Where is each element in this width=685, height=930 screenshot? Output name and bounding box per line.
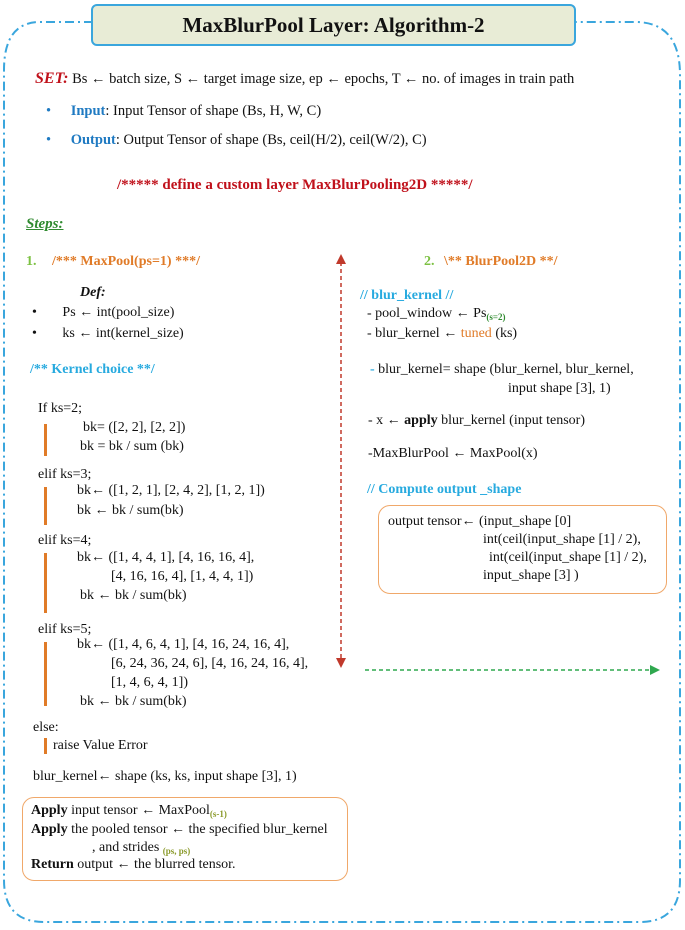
output-line: • Output: Output Tensor of shape (Bs, ce…: [46, 132, 427, 149]
code-block-bar: [44, 738, 47, 754]
right-step-number: 2.: [424, 254, 435, 269]
compute-output-comment: // Compute output _shape: [367, 482, 522, 497]
blur-kernel-comment: // blur_kernel //: [360, 288, 454, 303]
outer-dashed-frame: [3, 21, 681, 923]
subscript: (ps, ps): [162, 846, 191, 856]
apply-return-box: [22, 797, 348, 881]
def-colon: :: [101, 285, 106, 300]
code-block-bar: [44, 642, 47, 706]
blur-kernel-shape-line: - blur_kernel= shape (blur_kernel, blur_…: [370, 362, 634, 378]
tuned-word: tuned: [460, 326, 492, 341]
bullet-icon: •: [46, 132, 52, 148]
input-line: • Input: Input Tensor of shape (Bs, H, W…: [46, 103, 321, 120]
elif-ks5: elif ks=5;: [38, 622, 92, 637]
code-text: blur_kernel (input tensor): [437, 413, 585, 428]
right-step-header: 2. \** BlurPool2D **/: [424, 254, 558, 270]
apply-line-3: , and strides (ps, ps): [92, 840, 190, 856]
apply-text: input tensor ← MaxPool: [67, 803, 210, 818]
code-text: blur_kernel= shape (blur_kernel, blur_ke…: [374, 362, 634, 377]
blur-kernel-shape: blur_kernel← shape (ks, ks, input shape …: [33, 769, 297, 784]
output-line: input_shape [3] ): [483, 568, 579, 583]
else-keyword: else:: [33, 720, 59, 735]
code-block-bar: [44, 487, 47, 525]
set-label: SET:: [35, 70, 69, 87]
pool-window-line: - pool_window ← Ps(s=2): [367, 306, 506, 322]
code-text: (ks): [491, 326, 518, 341]
blur-kernel-tuned-line: - blur_kernel ← tuned (ks): [367, 326, 517, 342]
code-line: [6, 24, 36, 24, 6], [4, 16, 24, 16, 4],: [111, 656, 309, 671]
set-text: Bs ← batch size, S ← target image size, …: [72, 71, 575, 87]
apply-keyword: Apply: [31, 803, 68, 818]
left-step-number: 1.: [26, 254, 37, 269]
return-text: output ← the blurred tensor.: [73, 857, 236, 872]
if-ks2: If ks=2;: [38, 401, 83, 416]
pool-window-text: - pool_window ← Ps: [367, 306, 487, 321]
kernel-choice-comment: /** Kernel choice **/: [30, 362, 155, 377]
output-tensor-box: [378, 505, 667, 594]
right-step-title: \** BlurPool2D **/: [444, 254, 558, 269]
elif-ks4: elif ks=4;: [38, 533, 92, 548]
output-text: : Output Tensor of shape (Bs, ceil(H/2),…: [115, 132, 427, 148]
input-label: Input: [70, 103, 106, 119]
def-item-pool: • Ps ← int(pool_size): [32, 305, 174, 321]
left-step-header: 1. /*** MaxPool(ps=1) ***/: [26, 254, 200, 270]
code-line: bk ← bk / sum(bk): [80, 694, 187, 709]
apply-line-1: Apply input tensor ← MaxPool(s-1): [31, 803, 227, 819]
apply-text: the pooled tensor ← the specified blur_k…: [67, 822, 328, 837]
return-line: Return output ← the blurred tensor.: [31, 857, 236, 873]
apply-x-line: - x ← apply blur_kernel (input tensor): [368, 413, 585, 429]
vertical-dashed-arrow: [336, 254, 346, 668]
page-title: MaxBlurPool Layer: Algorithm-2: [182, 12, 485, 37]
code-line: bk = bk / sum (bk): [80, 439, 184, 454]
apply-keyword: Apply: [31, 822, 68, 837]
title-banner: MaxBlurPool Layer: Algorithm-2: [91, 4, 576, 46]
def-word: Def: [80, 285, 101, 300]
subscript: (s=2): [486, 312, 506, 322]
define-line: /***** define a custom layer MaxBlurPool…: [117, 177, 473, 193]
output-line: output tensor← (input_shape [0]: [388, 514, 572, 529]
steps-label: Steps:: [26, 216, 64, 232]
maxblurpool-line: -MaxBlurPool ← MaxPool(x): [368, 446, 538, 461]
bullet-icon: •: [46, 103, 52, 119]
apply-keyword: apply: [404, 413, 438, 428]
return-keyword: Return: [31, 857, 74, 872]
def-item-text: ks ← int(kernel_size): [62, 326, 184, 341]
blur-kernel-shape-line-2: input shape [3], 1): [508, 381, 611, 396]
bullet-icon: •: [32, 326, 37, 341]
code-line: raise Value Error: [53, 738, 148, 753]
code-block-bar: [44, 424, 47, 456]
code-line: bk← ([1, 4, 6, 4, 1], [4, 16, 24, 16, 4]…: [77, 637, 290, 652]
code-line: bk ← bk / sum(bk): [80, 588, 187, 603]
output-line: int(ceil(input_shape [1] / 2),: [483, 532, 641, 547]
def-item-text: Ps ← int(pool_size): [62, 305, 175, 320]
code-line: bk= ([2, 2], [2, 2]): [83, 420, 186, 435]
subscript: (s-1): [209, 809, 227, 819]
code-line: bk← ([1, 2, 1], [2, 4, 2], [1, 2, 1]): [77, 483, 265, 498]
def-item-kernel: • ks ← int(kernel_size): [32, 326, 184, 342]
code-block-bar: [44, 553, 47, 613]
apply-text: , and strides: [92, 840, 163, 855]
code-line: [1, 4, 6, 4, 1]): [111, 675, 188, 690]
apply-line-2: Apply the pooled tensor ← the specified …: [31, 822, 328, 838]
left-step-title: /*** MaxPool(ps=1) ***/: [52, 254, 200, 269]
code-text: - x ←: [368, 413, 405, 428]
dash: -: [370, 362, 375, 377]
code-line: bk ← bk / sum(bk): [77, 503, 184, 518]
def-label: Def:: [80, 285, 106, 301]
set-line: SET: Bs ← batch size, S ← target image s…: [35, 70, 574, 88]
output-line: int(ceil(input_shape [1] / 2),: [489, 550, 647, 565]
output-label: Output: [70, 132, 116, 148]
elif-ks3: elif ks=3;: [38, 467, 92, 482]
horizontal-dashed-arrow: [365, 665, 660, 675]
code-line: bk← ([1, 4, 4, 1], [4, 16, 16, 4],: [77, 550, 255, 565]
code-text: - blur_kernel ←: [367, 326, 461, 341]
bullet-icon: •: [32, 305, 37, 320]
input-text: : Input Tensor of shape (Bs, H, W, C): [105, 103, 322, 119]
code-line: [4, 16, 16, 4], [1, 4, 4, 1]): [111, 569, 254, 584]
